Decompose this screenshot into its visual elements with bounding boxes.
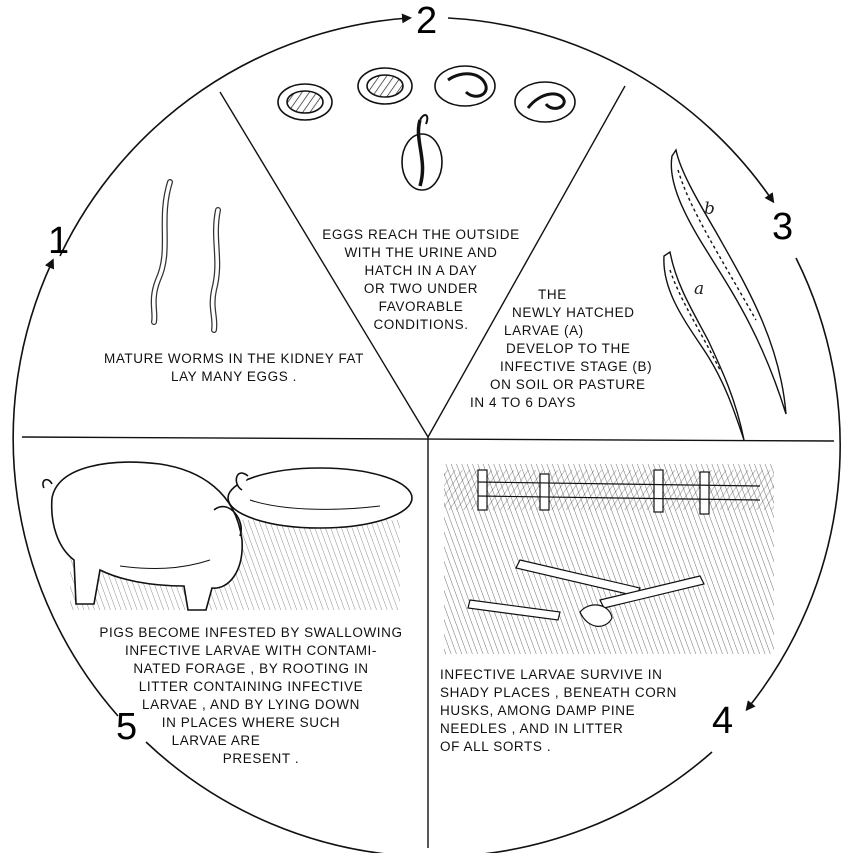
caption-line: EGGS REACH THE OUTSIDE <box>312 226 530 244</box>
caption-line: DEVELOP TO THE <box>470 340 680 358</box>
caption-line: OF ALL SORTS . <box>440 738 677 756</box>
egg-1 <box>278 84 332 120</box>
caption-line: HATCH IN A DAY <box>312 262 530 280</box>
caption-line: NEEDLES , AND IN LITTER <box>440 720 677 738</box>
caption-line: INFECTIVE STAGE (b) <box>470 358 680 376</box>
larva-label-a: a <box>694 279 704 299</box>
mature-worms-illustration <box>154 182 218 330</box>
larva-b <box>671 150 786 414</box>
stage-1-caption: MATURE WORMS IN THE KIDNEY FAT LAY MANY … <box>88 350 380 386</box>
pigs-illustration <box>43 462 412 610</box>
larva-label-b: b <box>704 199 715 219</box>
caption-line: INFECTIVE LARVAE WITH CONTAMI- <box>92 642 410 660</box>
caption-line: ON SOIL OR PASTURE <box>470 376 680 394</box>
caption-line: IN 4 TO 6 DAYS <box>470 394 680 412</box>
caption-line: PIGS BECOME INFESTED BY SWALLOWING <box>92 624 410 642</box>
caption-line: LITTER CONTAINING INFECTIVE <box>92 678 410 696</box>
caption-line: IN PLACES WHERE SUCH <box>92 714 410 732</box>
egg-4 <box>515 82 575 122</box>
caption-line: NATED FORAGE , BY ROOTING IN <box>92 660 410 678</box>
arrow-1-to-2 <box>60 18 408 256</box>
caption-line: PRESENT . <box>92 750 410 768</box>
caption-line: LARVAE ARE <box>92 732 410 750</box>
caption-line: LARVAE , AND BY LYING DOWN <box>92 696 410 714</box>
egg-2 <box>358 68 412 104</box>
stage-4-caption: INFECTIVE LARVAE SURVIVE IN SHADY PLACES… <box>440 666 677 756</box>
caption-line: LAY MANY EGGS . <box>88 368 380 386</box>
worm-left <box>154 182 170 322</box>
stage-number-2: 2 <box>416 2 437 40</box>
stage-number-4: 4 <box>712 702 733 740</box>
caption-line: MATURE WORMS IN THE KIDNEY FAT <box>88 350 380 368</box>
caption-line: LARVAE (a) <box>470 322 680 340</box>
caption-line: HUSKS, AMONG DAMP PINE <box>440 702 677 720</box>
egg-5-hatching <box>402 115 442 190</box>
stage-number-1: 1 <box>48 222 69 260</box>
stage-number-3: 3 <box>772 208 793 246</box>
caption-line: THE <box>470 286 680 304</box>
caption-line: SHADY PLACES , BENEATH CORN <box>440 684 677 702</box>
litter-scene-illustration <box>444 464 774 654</box>
stage-5-caption: PIGS BECOME INFESTED BY SWALLOWING INFEC… <box>92 624 410 768</box>
eggs-illustration <box>278 66 575 190</box>
arrow-2-to-3 <box>448 18 772 200</box>
caption-line: WITH THE URINE AND <box>312 244 530 262</box>
stage-3-caption: THE NEWLY HATCHED LARVAE (a) DEVELOP TO … <box>470 286 680 412</box>
pig-resting <box>228 468 412 528</box>
caption-line: INFECTIVE LARVAE SURVIVE IN <box>440 666 677 684</box>
egg-3 <box>435 66 495 106</box>
caption-line: NEWLY HATCHED <box>470 304 680 322</box>
